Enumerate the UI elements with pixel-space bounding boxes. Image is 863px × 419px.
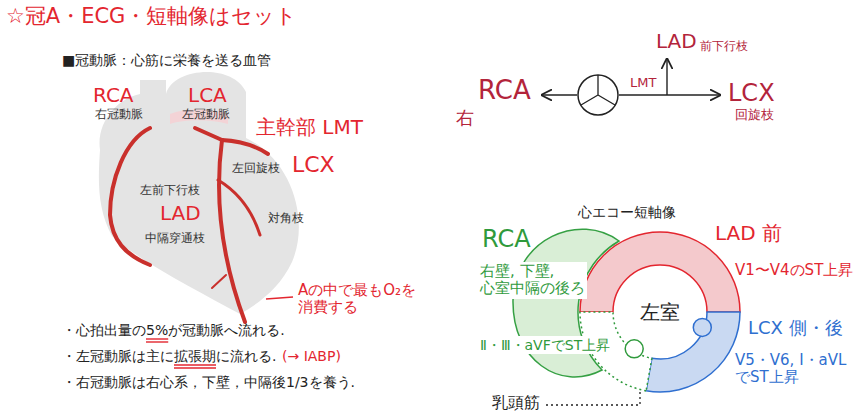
label-anchor: LMT	[630, 76, 656, 91]
arrow-lad	[666, 59, 667, 95]
label-anchor: Ⅱ・Ⅲ・aVFでST上昇	[478, 336, 612, 354]
label-anchor: 心エコー短軸像	[578, 204, 676, 220]
label-anchor: LCX	[292, 152, 335, 177]
underline-mark	[146, 341, 168, 342]
papillary-muscle	[693, 318, 711, 336]
label-anchor: V1〜V4のST上昇	[735, 262, 853, 279]
branch-name: 前下行枝	[700, 40, 748, 54]
ecg-note: V5・V6, I・aVL でST上昇	[735, 352, 860, 387]
artery-abbrev: LAD	[160, 202, 201, 225]
branch-abbrev: LCX	[728, 80, 775, 108]
structure-label: 乳頭筋	[492, 394, 540, 412]
ventricle-ring: 左室	[578, 230, 742, 394]
label-anchor: ・左冠動脈は主に拡張期に流れる.	[62, 348, 276, 364]
rca-territory	[580, 312, 652, 391]
branch-abbrev: LMT	[630, 76, 656, 91]
title-note: ☆冠A・ECG・短軸像はセット	[6, 4, 297, 28]
bullet-note: ・右冠動脈は右心系，下壁，中隔後1/3を養う.	[62, 374, 355, 390]
label-anchor: 左冠動脈	[182, 108, 230, 122]
underline-mark	[174, 364, 216, 365]
lcx-territory	[646, 312, 740, 392]
label-anchor: V5・V6, I・aVL でST上昇	[735, 352, 860, 387]
label-anchor: 右	[456, 108, 474, 129]
label-anchor: 回旋枝	[735, 108, 774, 123]
label-anchor: RCA	[482, 226, 531, 254]
artery-name: 中隔穿通枝	[145, 232, 205, 246]
label-anchor: LCA	[188, 84, 227, 107]
artery-abbrev: LCA	[188, 84, 227, 107]
bullet-note: ・左冠動脈は主に拡張期に流れる.	[62, 348, 276, 364]
label-anchor: LAD 前	[715, 222, 782, 245]
label-anchor: LAD	[160, 202, 201, 225]
branch-abbrev: LAD	[656, 30, 697, 53]
underline-mark	[174, 367, 216, 368]
septal-artery	[212, 275, 226, 288]
section-heading: ■冠動脈：心筋に栄養を送る血管	[62, 52, 271, 68]
aorta-symbol	[578, 75, 618, 115]
artery-name: 右冠動脈	[95, 108, 143, 122]
territory-note: 右壁, 下壁, 心室中隔の後ろ	[478, 262, 587, 299]
label-anchor: (→ IABP)	[282, 348, 341, 364]
label-anchor: 左前下行枝	[140, 184, 200, 198]
artery-abbrev: RCA	[93, 84, 134, 107]
chamber-label: 左室	[640, 301, 680, 324]
label-anchor: 乳頭筋	[492, 394, 540, 412]
label-anchor: ☆冠A・ECG・短軸像はセット	[6, 4, 297, 28]
label-anchor: 右冠動脈	[95, 108, 143, 122]
arrow-lcx	[667, 94, 720, 95]
territory-abbrev: RCA	[482, 226, 531, 254]
side-label: 右	[456, 108, 474, 129]
branch-name: 回旋枝	[735, 108, 774, 123]
artery-name: 対角枝	[268, 212, 304, 226]
aorta-valve-lines	[581, 75, 615, 105]
artery-name: 左冠動脈	[182, 108, 230, 122]
artery-name: 左回旋枝	[232, 162, 280, 176]
artery-abbrev: LCX	[292, 152, 335, 177]
label-anchor: LAD	[656, 30, 697, 53]
label-anchor: 左回旋枝	[232, 162, 280, 176]
artery-abbrev: 主幹部 LMT	[256, 116, 363, 139]
ecg-note: V1〜V4のST上昇	[735, 262, 853, 279]
underline-mark	[146, 338, 168, 339]
label-anchor: ・右冠動脈は右心系，下壁，中隔後1/3を養う.	[62, 374, 355, 390]
label-anchor: 右壁, 下壁, 心室中隔の後ろ	[478, 262, 587, 299]
artery-name: 左前下行枝	[140, 184, 200, 198]
label-anchor: LCX 側・後	[748, 318, 843, 339]
diagonal-artery	[218, 180, 260, 235]
label-anchor: LCX	[728, 80, 775, 108]
label-anchor: Aの中で最もO₂を 消費する	[298, 282, 416, 317]
lcx-artery	[222, 140, 268, 154]
papillary-muscle	[625, 340, 643, 358]
leader-line	[266, 297, 293, 299]
territory-abbrev: LAD 前	[715, 222, 782, 245]
handwritten-note: Aの中で最もO₂を 消費する	[298, 282, 416, 317]
label-anchor: 主幹部 LMT	[256, 116, 363, 139]
bullet-note: ・心拍出量の5%が冠動脈へ流れる.	[62, 322, 285, 338]
ecg-note: Ⅱ・Ⅲ・aVFでST上昇	[478, 336, 612, 354]
handwritten-note: (→ IABP)	[282, 348, 341, 364]
figure-title: 心エコー短軸像	[578, 204, 676, 220]
label-anchor: 前下行枝	[700, 40, 748, 54]
label-anchor: RCA	[478, 76, 531, 106]
label-anchor: RCA	[93, 84, 134, 107]
territory-abbrev: LCX 側・後	[748, 318, 843, 339]
label-anchor: ・心拍出量の5%が冠動脈へ流れる.	[62, 322, 285, 338]
label-anchor: 中隔穿通枝	[145, 232, 205, 246]
lmt-artery	[195, 128, 222, 140]
label-anchor: 対角枝	[268, 212, 304, 226]
line-lmt	[619, 94, 667, 95]
arrow-rca	[542, 94, 577, 95]
branch-abbrev: RCA	[478, 76, 531, 106]
label-anchor: ■冠動脈：心筋に栄養を送る血管	[62, 52, 271, 68]
